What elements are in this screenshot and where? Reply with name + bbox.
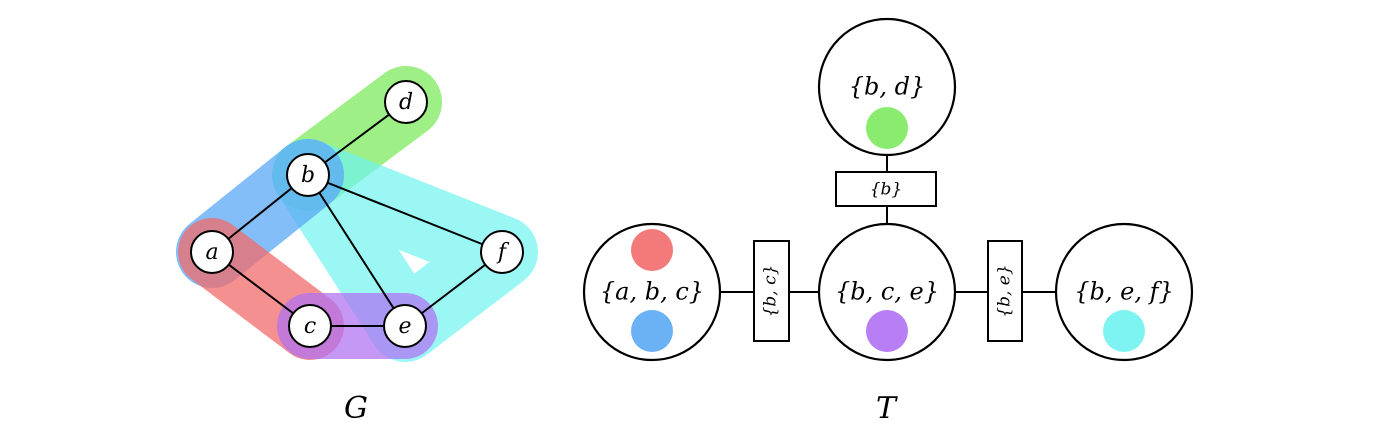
vertex-d-label: d: [399, 90, 413, 115]
bag-bef-label: {b, e, f}: [1074, 278, 1174, 306]
vertex-c: c: [288, 304, 332, 348]
separator-bc-label: {b, c}: [761, 265, 781, 318]
vertex-c-label: c: [304, 314, 316, 339]
graph-g: d b a f c e G: [176, 66, 538, 426]
bag-bef-dot-cyan: [1103, 310, 1145, 352]
bag-bce: {b, c, e}: [817, 222, 957, 362]
separator-bc: {b, c}: [753, 240, 790, 342]
graph-caption: G: [344, 391, 368, 426]
edge-b-f: [307, 174, 503, 253]
vertex-a: a: [190, 230, 234, 274]
vertex-a-label: a: [205, 240, 218, 265]
bag-abc-label: {a, b, c}: [600, 278, 704, 306]
bag-bef: {b, e, f}: [1054, 222, 1194, 362]
separator-be-label: {b, e}: [995, 264, 1015, 317]
vertex-d: d: [384, 80, 428, 124]
bag-bce-label: {b, c, e}: [835, 278, 939, 306]
bag-bd-label: {b, d}: [849, 73, 926, 101]
separator-b: {b}: [835, 171, 937, 207]
vertex-b: b: [286, 153, 330, 197]
bag-bd-dot-green: [866, 107, 908, 149]
tree-caption: T: [876, 391, 898, 426]
bag-abc: {a, b, c}: [582, 222, 722, 362]
vertex-f: f: [480, 230, 524, 274]
hyperedge-layer: [176, 66, 538, 362]
bag-abc-dot-blue: [631, 310, 673, 352]
separator-be: {b, e}: [987, 240, 1023, 342]
bag-bce-dot-purple: [866, 310, 908, 352]
separator-b-label: {b}: [870, 180, 903, 200]
bag-abc-dot-red: [631, 229, 673, 271]
vertex-e: e: [383, 304, 427, 348]
bag-bd: {b, d}: [817, 17, 957, 157]
vertex-e-label: e: [398, 314, 411, 339]
vertex-b-label: b: [301, 163, 315, 188]
edge-b-e: [307, 174, 406, 327]
tree-t: {b} {b, c} {b, e} {b, d} {a, b, c} {b, c…: [582, 17, 1194, 426]
